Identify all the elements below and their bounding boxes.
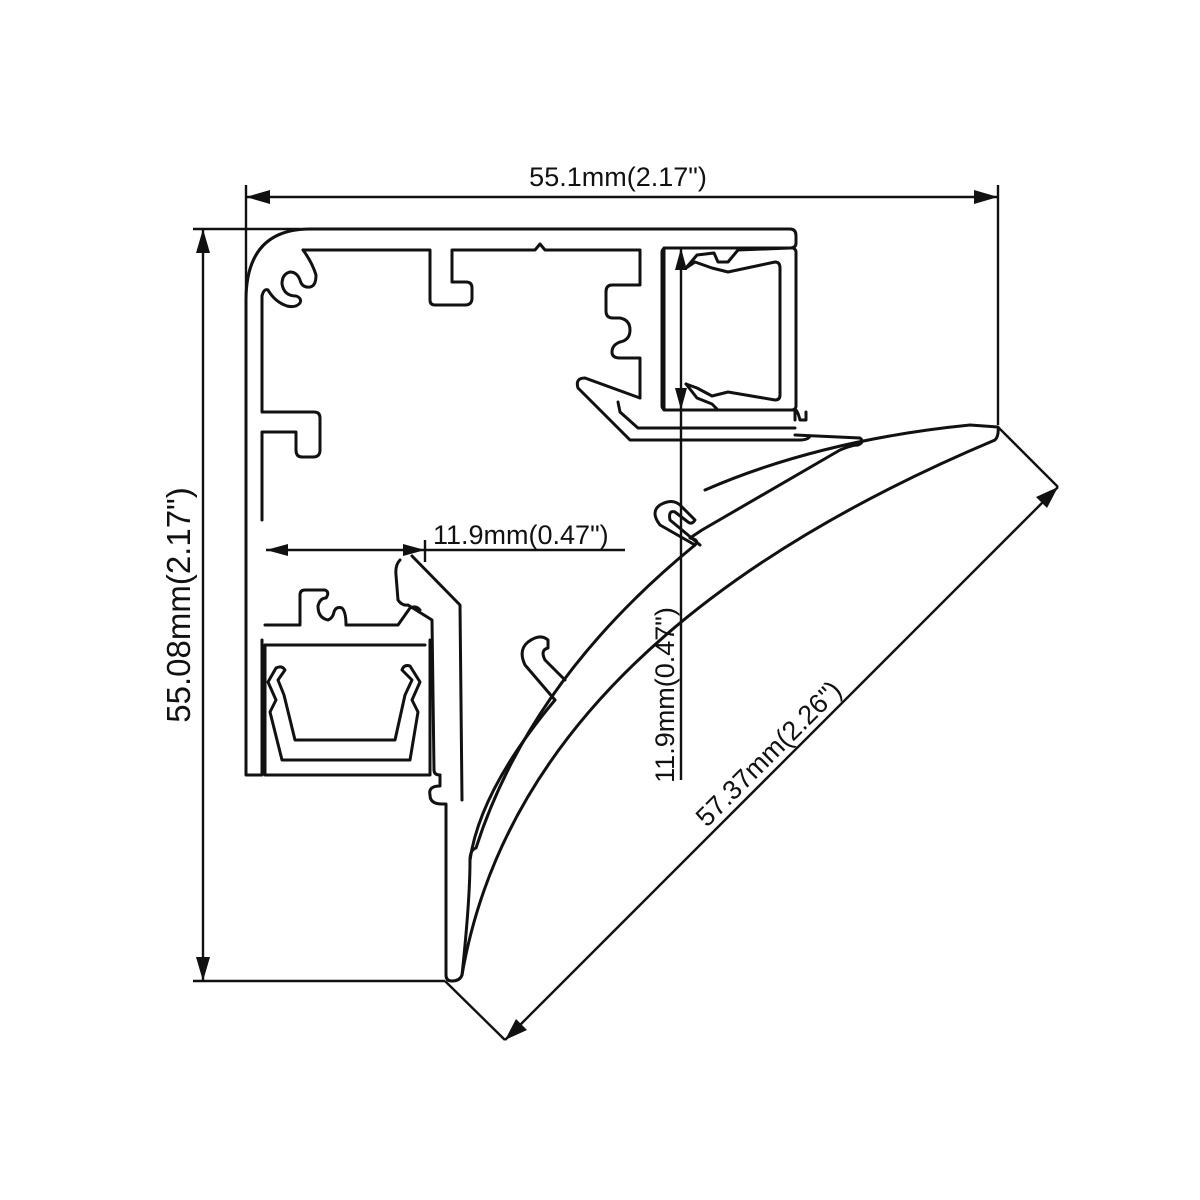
arrowhead-icon	[1036, 487, 1058, 508]
dimension-overall-width: 55.1mm(2.17")	[244, 162, 1000, 425]
arrowhead-icon	[675, 248, 687, 270]
dimension-diffuser-diagonal: 57.37mm(2.26")	[444, 426, 1059, 1041]
arrowhead-icon	[246, 190, 270, 204]
upper-led-channel	[660, 246, 808, 422]
diffuser-diagonal-label: 57.37mm(2.26")	[690, 675, 847, 832]
dimension-overall-height: 55.08mm(2.17")	[160, 227, 445, 983]
arrowhead-icon	[505, 1019, 527, 1040]
arrowhead-icon	[675, 388, 687, 410]
channel-width-label: 11.9mm(0.47")	[433, 520, 609, 550]
width-label: 55.1mm(2.17")	[529, 162, 707, 192]
diffuser-lens	[428, 423, 1000, 983]
dimension-channel-width: 11.9mm(0.47")	[266, 520, 625, 562]
channel-height-label: 11.9mm(0.47")	[650, 607, 680, 783]
arrowhead-icon	[403, 544, 425, 556]
height-label: 55.08mm(2.17")	[160, 487, 197, 722]
arrowhead-icon	[266, 544, 288, 556]
arrowhead-icon	[196, 957, 210, 981]
dimension-channel-height: 11.9mm(0.47")	[650, 248, 687, 783]
arrowhead-icon	[196, 229, 210, 253]
lower-led-channel	[263, 554, 464, 802]
arrowhead-icon	[974, 190, 998, 204]
profile-body	[244, 227, 812, 777]
